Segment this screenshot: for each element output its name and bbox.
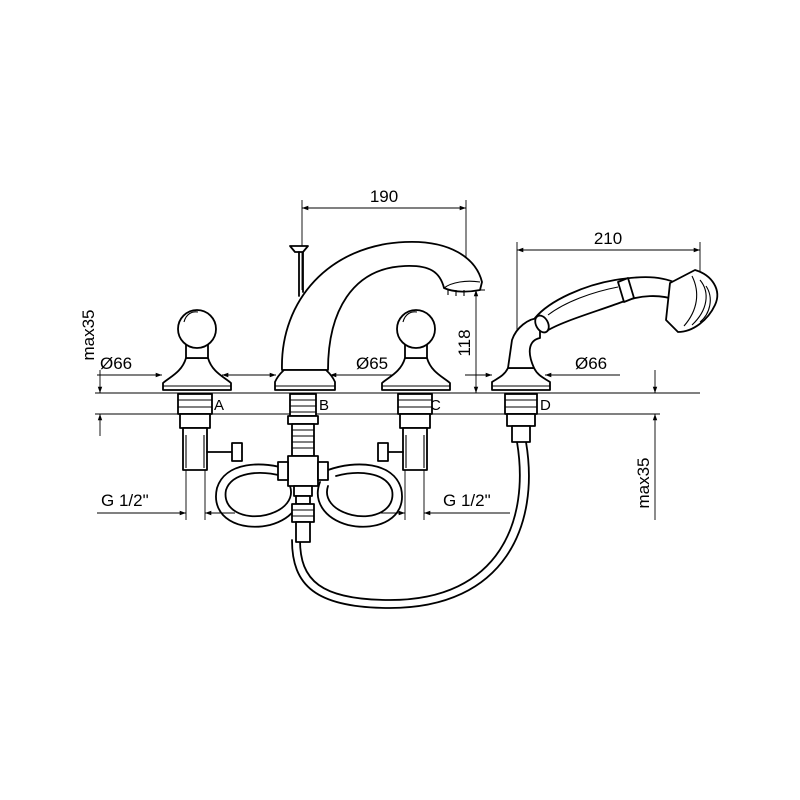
dimension-190: 190 [301,187,467,290]
dimension-max35-right: max35 [634,370,658,520]
underdeck-fittings [177,393,538,543]
hole-label-c: C [430,397,441,414]
dimension-dia-b: Ø65 [240,354,395,378]
hole-label-b: B [319,397,329,414]
hole-label-d: D [540,397,551,414]
dim-label-thread-left: G 1/2" [101,491,149,510]
dimension-dia-a: Ø66 [97,354,250,378]
dim-label-dia-a: Ø66 [100,354,132,373]
dim-label-210: 210 [594,229,622,248]
dim-label-max35-right: max35 [634,457,653,508]
spout-b [274,241,483,391]
hand-shower [534,269,719,334]
dimension-thread-left: G 1/2" [97,470,235,520]
dimension-thread-right: G 1/2" [380,470,510,520]
handle-a [162,309,232,391]
dim-label-dia-d: Ø66 [575,354,607,373]
dimension-dia-d: Ø66 [465,354,620,378]
dimension-max35-left: max35 [79,309,103,436]
dim-label-dia-b: Ø65 [356,354,388,373]
hole-label-a: A [214,397,224,414]
dim-label-118: 118 [455,329,474,356]
dimension-118: 118 [455,289,485,393]
dim-label-max35-left: max35 [79,309,98,360]
dim-label-thread-right: G 1/2" [443,491,491,510]
flex-hoses [215,441,530,609]
shower-holder-d [491,317,551,391]
dim-label-190: 190 [370,187,398,206]
handle-c [381,309,451,391]
